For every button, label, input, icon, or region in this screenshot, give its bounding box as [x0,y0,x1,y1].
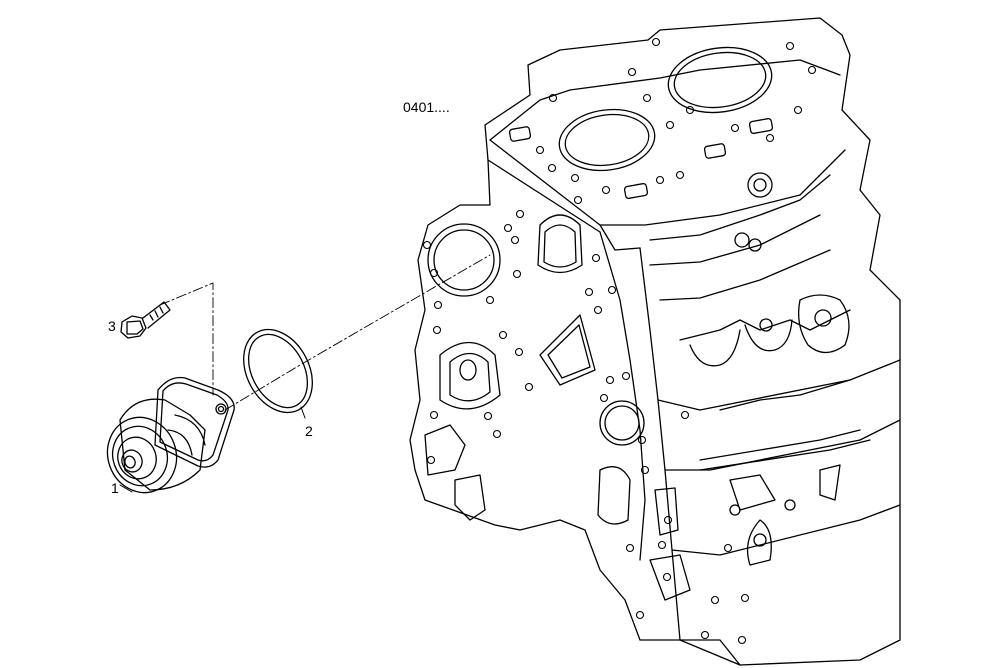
assembly-line [159,254,491,411]
callout-1: 1 [111,480,119,496]
callout-leaders [119,406,306,493]
bolt [120,301,171,339]
o-ring-seal [243,328,313,414]
engine-block [409,17,901,666]
leader-line-2 [300,406,306,419]
leader-line-1 [119,484,133,493]
reference-label: 0401.... [403,99,450,115]
water-pump [106,376,235,494]
callout-2: 2 [305,423,313,439]
callout-3: 3 [108,318,116,334]
